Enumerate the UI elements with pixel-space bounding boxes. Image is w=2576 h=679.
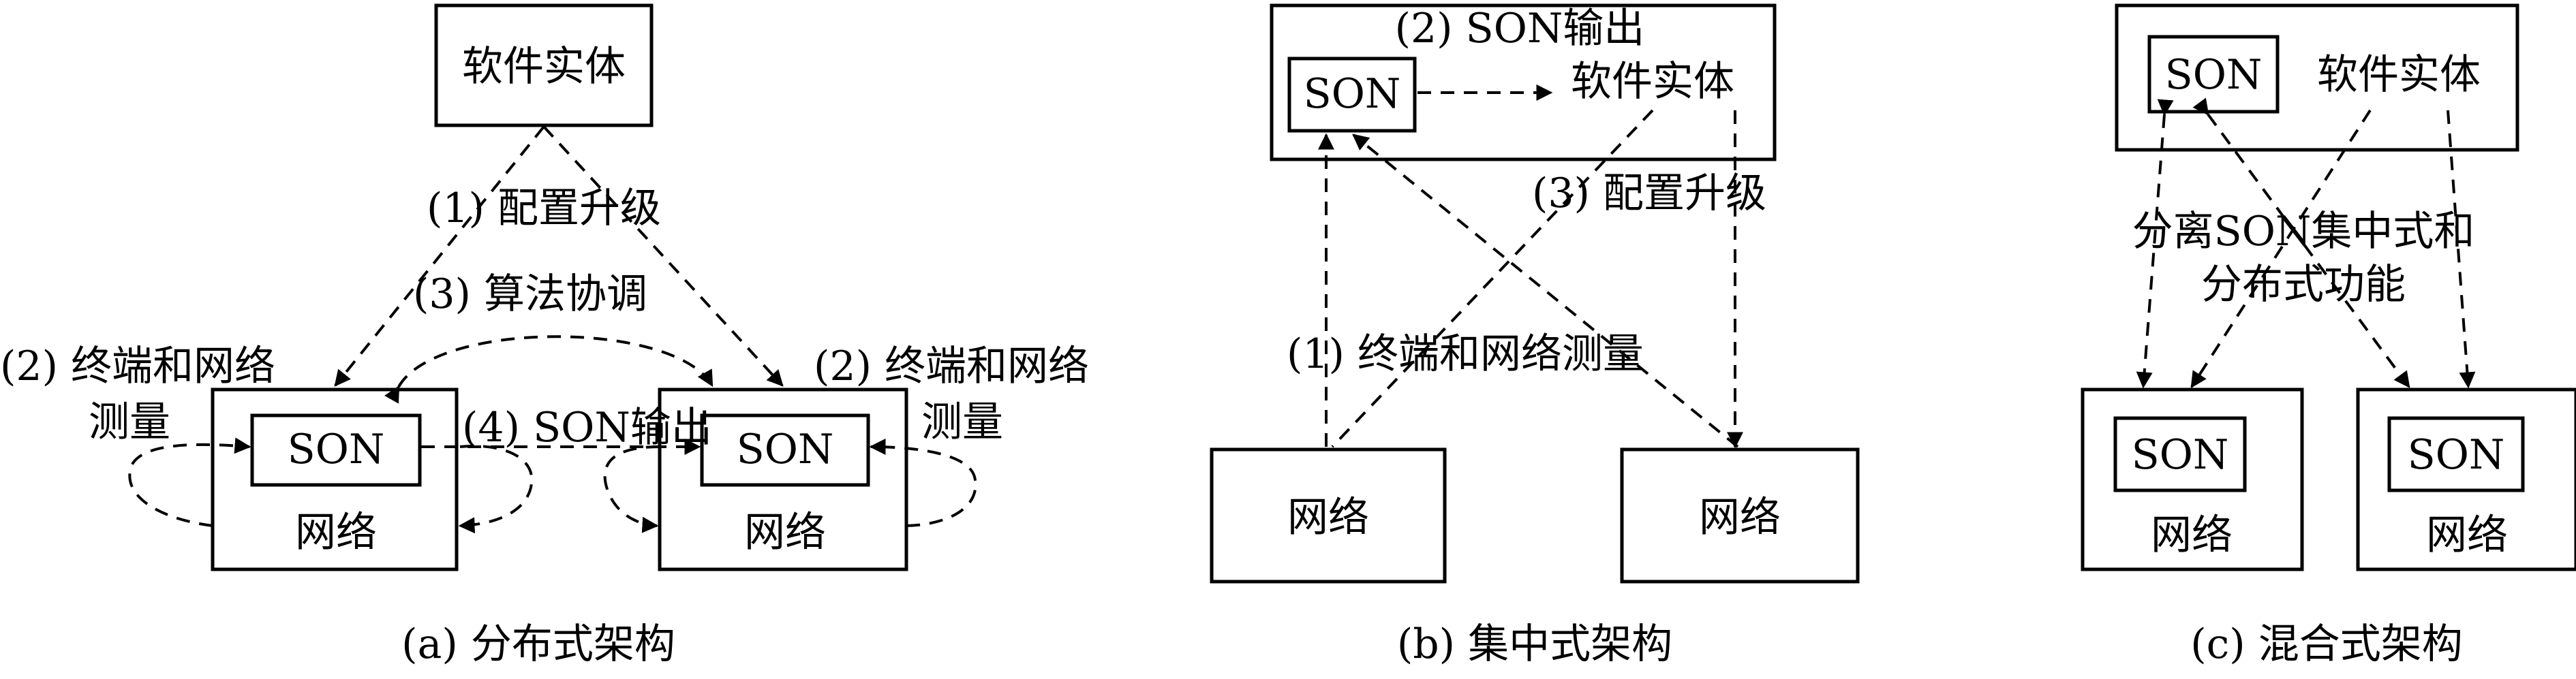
label-son-output: (4) SON输出 xyxy=(462,404,712,452)
arrow-config-left xyxy=(334,125,545,387)
son-label-right: SON xyxy=(2408,431,2505,479)
son-box-right xyxy=(2387,416,2525,492)
arrow-son-right xyxy=(2192,97,2410,388)
diagram-distributed: 软件实体 SON 网络 SON 网络 (1) 配置升级 (3) 算法协调 (2)… xyxy=(0,3,1089,668)
label-measure: (1) 终端和网络测量 xyxy=(1287,330,1644,378)
network-label-right: 网络 xyxy=(1699,494,1781,541)
software-entity-box xyxy=(434,3,654,127)
label-measure-left-2: 测量 xyxy=(89,398,170,446)
arrow-algo-coordination xyxy=(384,335,714,404)
label-algo-coordination: (3) 算法协调 xyxy=(413,270,647,318)
son-label-right: SON xyxy=(737,426,834,473)
software-entity-label: 软件实体 xyxy=(462,43,626,91)
diagram-hybrid: SON 软件实体 SON 网络 SON 网络 分离SON集中式和 分布式功能 (… xyxy=(2081,3,2576,668)
software-entity-label: 软件实体 xyxy=(2317,51,2481,99)
label-config-upgrade: (3) 配置升级 xyxy=(1532,170,1766,217)
diagram-centralized: SON (2) SON输出 软件实体 网络 网络 (3) 配置升级 (1) 终端… xyxy=(1210,3,1860,668)
son-label-left: SON xyxy=(288,426,385,473)
label-hybrid-line1: 分离SON集中式和 xyxy=(2132,208,2475,255)
label-measure-right-1: (2) 终端和网络 xyxy=(814,343,1089,390)
arrow-config-left xyxy=(1331,109,1654,448)
son-label-left: SON xyxy=(2132,431,2229,479)
arrow-config-right xyxy=(542,125,784,387)
son-label: SON xyxy=(1304,70,1401,118)
son-box xyxy=(1287,57,1417,133)
label-son-output: (2) SON输出 xyxy=(1395,5,1645,52)
arrow-measure-right xyxy=(603,445,660,533)
label-measure-right-2: 测量 xyxy=(921,398,1003,446)
network-box-left xyxy=(1210,447,1447,584)
network-box-right xyxy=(1620,447,1860,584)
arrow-measure-left xyxy=(128,437,251,527)
arrow-entity-left xyxy=(2190,109,2372,389)
label-hybrid-line2: 分布式功能 xyxy=(2201,261,2406,309)
network-label-left: 网络 xyxy=(295,509,377,556)
network-label-right: 网络 xyxy=(2426,511,2508,559)
caption-hybrid: (c) 混合式架构 xyxy=(2190,620,2463,668)
network-label-right: 网络 xyxy=(744,509,826,556)
caption-centralized: (b) 集中式架构 xyxy=(1397,620,1672,668)
label-config-upgrade: (1) 配置升级 xyxy=(427,185,661,232)
arrow-measure-right xyxy=(1352,133,1739,448)
network-label-left: 网络 xyxy=(1287,494,1369,541)
network-label-left: 网络 xyxy=(2151,511,2233,559)
son-label-top: SON xyxy=(2165,51,2263,99)
arrow-measure-right-2 xyxy=(869,439,977,527)
arrow-measure-left-2 xyxy=(458,445,534,534)
son-box-left xyxy=(2113,416,2247,492)
son-box-left xyxy=(250,413,422,487)
software-entity-label: 软件实体 xyxy=(1571,58,1734,106)
label-measure-left-1: (2) 终端和网络 xyxy=(0,343,275,390)
son-box-right xyxy=(700,413,870,487)
caption-distributed: (a) 分布式架构 xyxy=(401,620,675,668)
